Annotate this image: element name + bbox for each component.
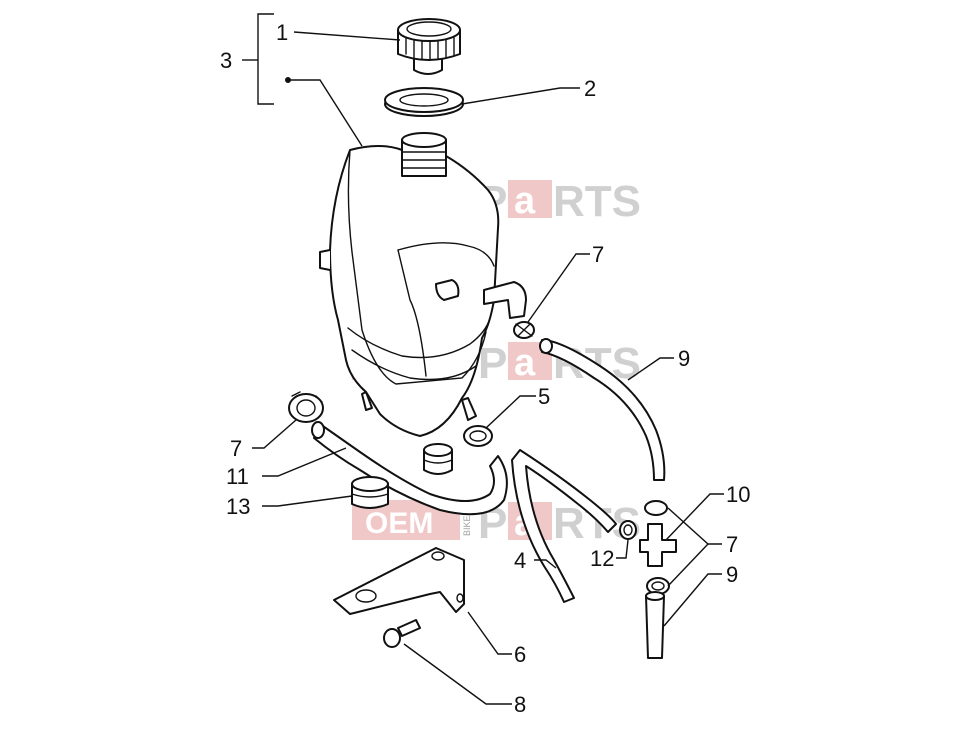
watermark-oem-text: OEM — [365, 507, 433, 540]
part-bolt — [383, 619, 421, 648]
part-clip-12 — [619, 520, 637, 540]
callout-13: 13 — [226, 494, 250, 519]
part-clip-upper — [513, 321, 535, 339]
callout-9-lower: 9 — [726, 562, 738, 587]
callout-7-right: 7 — [726, 532, 738, 557]
part-hose-9-lower — [645, 591, 665, 659]
callout-1: 1 — [276, 20, 288, 45]
callout-8: 8 — [514, 692, 526, 717]
part-hose-4 — [511, 449, 617, 603]
callout-9-upper: 9 — [678, 346, 690, 371]
watermark-bike-text: BIKE — [462, 515, 472, 536]
part-clip-5 — [463, 425, 493, 447]
callout-labels: 1 2 3 7 9 5 7 11 13 4 12 10 7 9 6 8 — [220, 20, 750, 717]
callout-6: 6 — [514, 642, 526, 667]
callout-7-left: 7 — [230, 436, 242, 461]
part-t-connector — [639, 500, 677, 567]
part-bracket — [333, 547, 465, 615]
callout-4: 4 — [514, 548, 526, 573]
part-tank — [319, 132, 527, 437]
callout-11: 11 — [226, 464, 249, 489]
watermark-rts-text: RTS — [553, 177, 641, 226]
part-cap — [397, 18, 461, 75]
callout-5: 5 — [538, 384, 550, 409]
callout-12: 12 — [590, 546, 614, 571]
watermark-a-text: a — [514, 342, 536, 384]
part-gasket — [384, 87, 464, 117]
part-hose-9-upper — [539, 338, 666, 481]
callout-7-upper: 7 — [592, 242, 604, 267]
part-grommet-13 — [351, 476, 389, 509]
part-clip-left — [288, 391, 324, 423]
watermark-a-text: a — [514, 180, 536, 222]
part-grommet-middle — [423, 443, 453, 475]
leader-lines — [242, 13, 724, 705]
callout-10: 10 — [726, 482, 750, 507]
watermark-p-text: P — [478, 339, 507, 388]
callout-3: 3 — [220, 48, 232, 73]
callout-2: 2 — [584, 76, 596, 101]
